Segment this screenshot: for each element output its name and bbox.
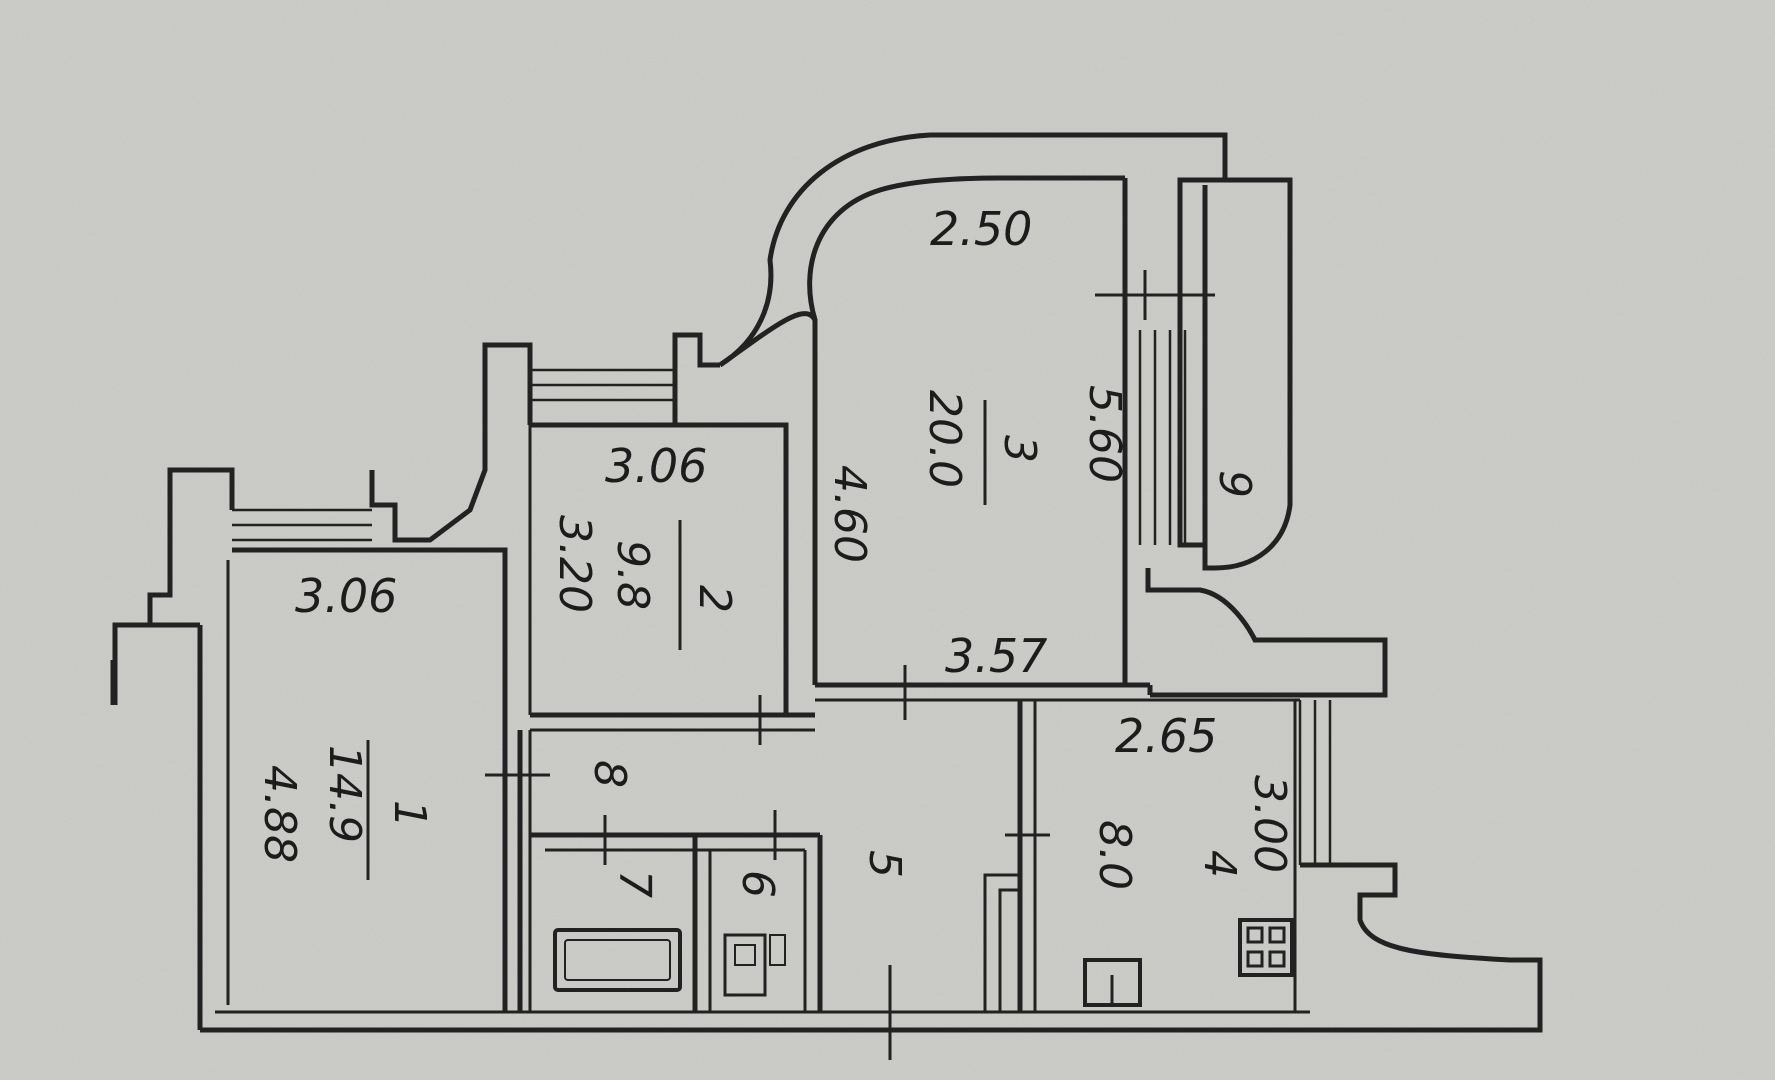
room-2-width: 3.06 bbox=[605, 439, 707, 493]
room-4-number: 4 bbox=[1194, 850, 1245, 878]
bathtub bbox=[553, 928, 682, 992]
room-5-number: 5 bbox=[859, 850, 910, 878]
room-3-width: 2.50 bbox=[930, 202, 1032, 256]
room-1-area: 14.9 bbox=[319, 745, 370, 843]
room-3-length: 4.60 bbox=[824, 465, 875, 563]
labels: 3.06 4.88 14.9 1 3.06 3.20 9.8 2 2.50 4.… bbox=[254, 202, 1295, 898]
outer-walls bbox=[110, 132, 1543, 1033]
room-3-width-bottom: 3.57 bbox=[945, 629, 1047, 683]
room-6-number: 6 bbox=[732, 870, 783, 898]
door-ticks bbox=[485, 270, 1215, 1060]
room-4-area: 8.0 bbox=[1089, 820, 1140, 890]
interior-walls bbox=[517, 700, 1037, 1012]
room-7-number: 7 bbox=[609, 870, 660, 898]
room-4-length: 3.00 bbox=[1244, 775, 1295, 873]
room-1-width: 3.06 bbox=[295, 569, 397, 623]
room-3-number: 3 bbox=[994, 435, 1045, 463]
room-2-length: 3.20 bbox=[549, 515, 600, 613]
room-2-number: 2 bbox=[689, 585, 740, 613]
room-8-number: 8 bbox=[584, 760, 635, 788]
room-9-number: 9 bbox=[1209, 470, 1260, 498]
toilet bbox=[723, 933, 767, 997]
room-1-length: 4.88 bbox=[254, 765, 305, 863]
room-1-number: 1 bbox=[384, 800, 435, 828]
room-4-width: 2.65 bbox=[1115, 709, 1217, 763]
fixtures bbox=[553, 918, 1294, 1007]
room-2-area: 9.8 bbox=[607, 540, 658, 610]
room-3-length-right: 5.60 bbox=[1079, 385, 1130, 483]
stove bbox=[1238, 918, 1294, 977]
room-3-area: 20.0 bbox=[919, 390, 970, 488]
